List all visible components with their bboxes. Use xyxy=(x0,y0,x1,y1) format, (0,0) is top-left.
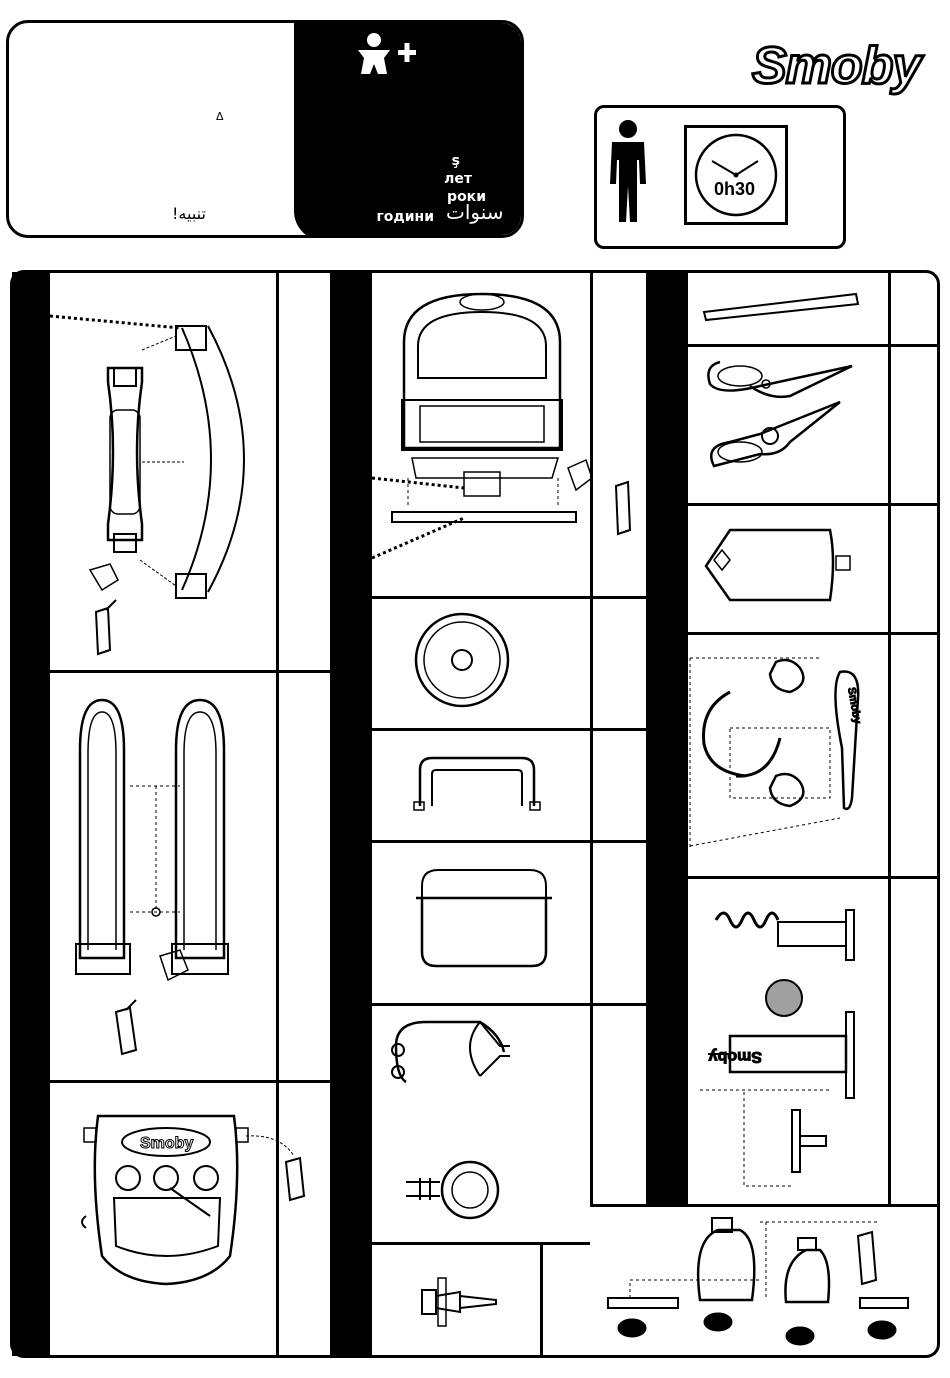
tray-panel-drawing: Smoby xyxy=(50,1096,276,1346)
bottles-drawing xyxy=(600,1210,930,1350)
stethoscope-drawing xyxy=(380,1016,540,1108)
syringe-logo: Smoby xyxy=(709,1048,762,1065)
warning-label-arabic: تنبيه! xyxy=(172,204,206,223)
tray-logo: Smoby xyxy=(140,1135,193,1152)
scissors-drawing xyxy=(700,356,870,476)
storage-box-drawing xyxy=(412,866,560,974)
thermometer-set-drawing: Smoby xyxy=(690,648,886,870)
warning-triangle-icon: Δ xyxy=(216,110,224,123)
age-label-arabic: سنوات xyxy=(446,200,504,224)
round-dial-drawing xyxy=(412,612,512,712)
rod-drawing xyxy=(700,290,864,320)
column-2-strip xyxy=(332,272,372,1356)
seat-back-drawing xyxy=(372,282,590,592)
clock-face xyxy=(684,125,788,225)
valve-drawing xyxy=(416,1276,500,1328)
rail-parts-drawing xyxy=(50,690,276,1070)
chest-piece-drawing xyxy=(400,1152,510,1228)
thermometer-logo: Smoby xyxy=(845,686,863,725)
smoby-logo: Smoby xyxy=(752,36,920,96)
syringe-drawing: Smoby xyxy=(700,896,890,1196)
adult-figure-icon xyxy=(606,120,650,226)
age-line: ş xyxy=(368,152,486,170)
u-handle-drawing xyxy=(410,756,544,816)
column-1-strip xyxy=(12,272,50,1356)
column-3-strip xyxy=(648,272,688,1206)
age-line: лет xyxy=(368,170,486,188)
age-line: години xyxy=(368,208,434,226)
handle-part-drawing xyxy=(50,290,276,670)
id-tag-drawing xyxy=(700,520,860,610)
child-plus-icon xyxy=(356,32,420,78)
assembly-time: 0h30 xyxy=(714,179,755,200)
